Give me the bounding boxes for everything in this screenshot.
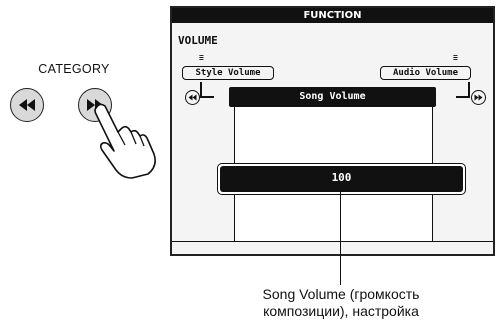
leader-line <box>340 188 341 285</box>
tab-marker-left: ≡ <box>199 53 204 62</box>
screen-title: FUNCTION <box>172 8 493 23</box>
annotation-line-2: композиции), настройка <box>263 303 419 319</box>
current-parameter-title: Song Volume <box>229 87 436 107</box>
tab-style-volume[interactable]: Style Volume <box>182 66 274 80</box>
nav-next-icon[interactable] <box>471 90 486 105</box>
category-prev-button[interactable] <box>10 88 44 122</box>
rewind-icon <box>19 99 35 111</box>
bracket-right <box>456 82 470 98</box>
screen-bottom-bar <box>172 241 493 254</box>
category-label: CATEGORY <box>38 62 110 76</box>
tab-audio-volume[interactable]: Audio Volume <box>380 66 471 80</box>
volume-value: 100 <box>220 166 463 192</box>
volume-value-box[interactable]: 100 <box>217 163 466 195</box>
annotation-line-1: Song Volume (громкость <box>262 286 420 302</box>
bracket-left <box>200 82 214 98</box>
tab-marker-right: ≡ <box>453 53 458 62</box>
function-display: FUNCTION VOLUME ≡ ≡ Style Volume Audio V… <box>170 6 495 256</box>
annotation-caption: Song Volume (громкость композиции), наст… <box>196 286 486 320</box>
section-label: VOLUME <box>178 34 218 47</box>
nav-prev-icon[interactable] <box>185 90 200 105</box>
pointing-hand-icon <box>94 103 156 179</box>
